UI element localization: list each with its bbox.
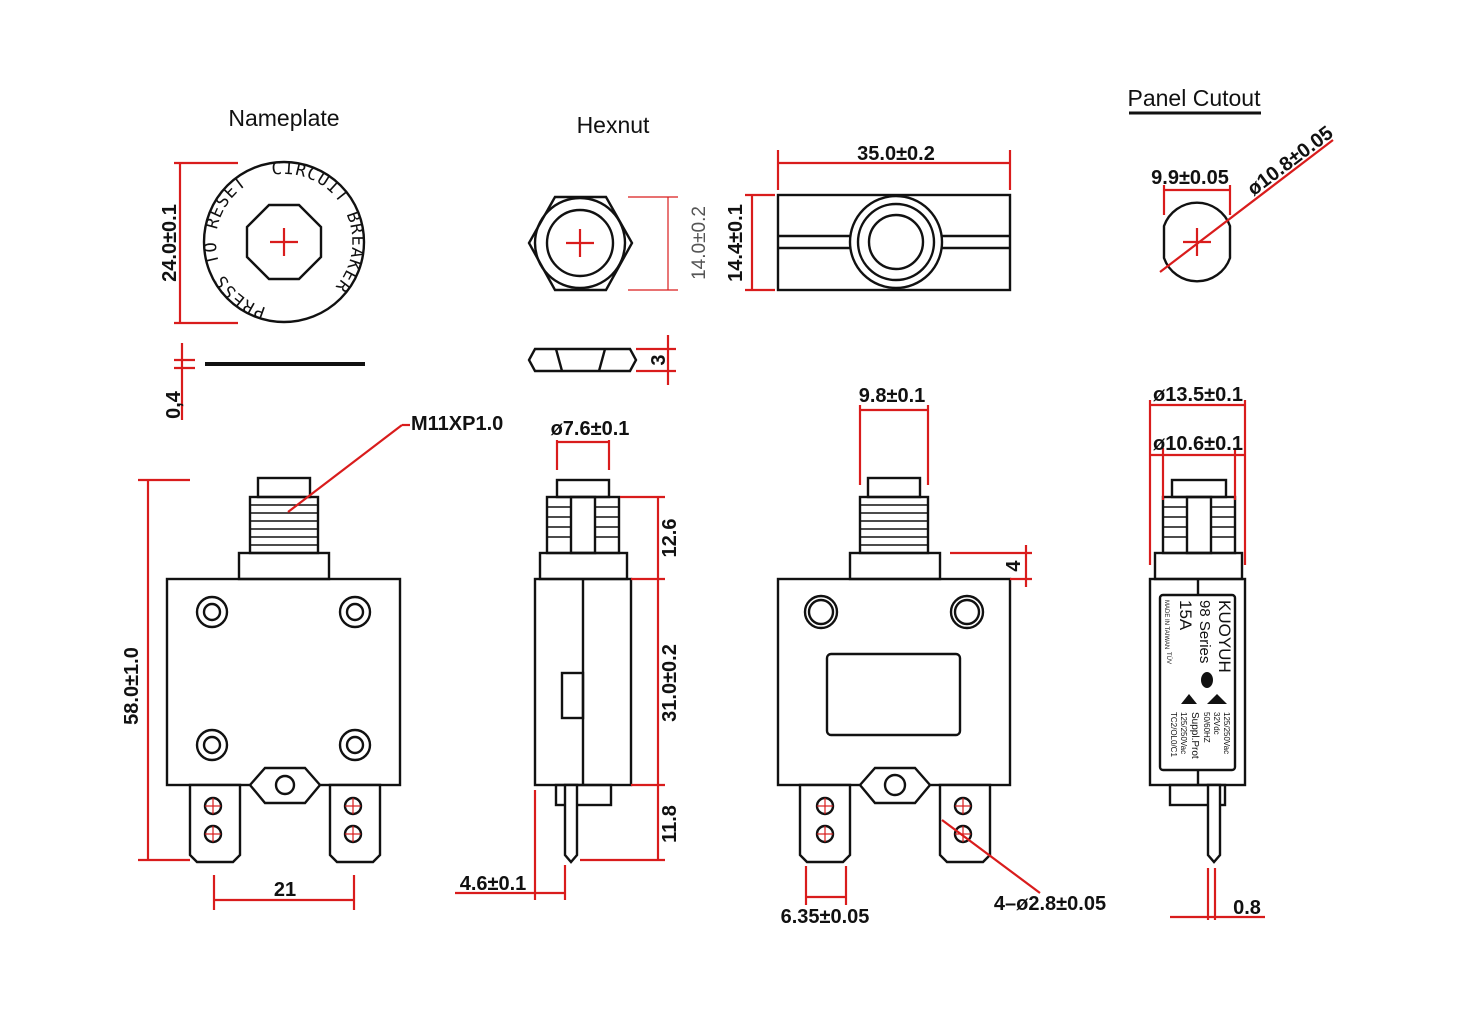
dim-rear-button: 9.8±0.1 (859, 385, 926, 407)
dim-body-height: 31.0±0.2 (659, 644, 681, 722)
dim-terminal-spacing: 21 (274, 879, 296, 901)
dim-cutout-diameter: ø10.8±0.05 (1243, 122, 1337, 200)
dim-pin-width: 0.8 (1233, 897, 1261, 919)
dim-hexnut-height: 14.0±0.2 (689, 206, 710, 280)
label-spec: 32Vdc (1212, 712, 1221, 735)
product-label: KUOYUH 98 Series 15A MADE IN TAIWAN 125/… (1163, 600, 1234, 759)
panel-cutout-view: 9.9±0.05 ø10.8±0.05 (1151, 122, 1337, 283)
top-view: 35.0±0.2 14.4±0.1 (725, 143, 1012, 292)
label-rating: 15A (1176, 600, 1195, 631)
dim-hole-spec: 4–ø2.8±0.05 (994, 893, 1106, 915)
label-spec: 125/250Vac (1179, 712, 1188, 754)
side-view: ø7.6±0.1 12.6 31.0±0.2 11.8 4.6±0.1 (455, 418, 681, 900)
dim-nameplate-diameter: 24.0±0.1 (159, 204, 181, 282)
dim-top-width: 14.4±0.1 (725, 204, 747, 282)
hexnut-view: 14.0±0.2 3 (527, 195, 710, 385)
label-brand: KUOYUH (1215, 600, 1234, 673)
title-hexnut: Hexnut (577, 112, 650, 138)
front-view: 58.0±1.0 21 M11XP1.0 (121, 413, 503, 910)
dim-front-height: 58.0±1.0 (121, 647, 143, 725)
rear-view: 9.8±0.1 4 6.35±0.05 4–ø2.8±0.05 (776, 385, 1106, 928)
dim-terminal-width: 6.35±0.05 (781, 906, 870, 928)
label-spec: 50/60HZ (1202, 712, 1211, 743)
dim-rear-neck: 4 (1003, 560, 1025, 572)
warning-triangle-icon (1181, 694, 1197, 704)
dim-hexnut-thickness: 3 (648, 354, 670, 365)
dim-outer-diameter: ø13.5±0.1 (1153, 384, 1243, 406)
dim-top-length: 35.0±0.2 (857, 143, 935, 165)
nameplate-view: CIRCUIT BREAKER PRESS TO RESET 24.0±0.1 … (159, 159, 368, 420)
label-spec: 125/250Vac (1222, 712, 1231, 754)
title-panel-cutout: Panel Cutout (1128, 85, 1262, 111)
warning-triangle-icon (1207, 694, 1227, 704)
dim-terminal-length: 11.8 (659, 805, 681, 843)
cert-mark-icon (1201, 672, 1213, 688)
dim-terminal-offset: 4.6±0.1 (460, 873, 527, 895)
dim-nameplate-thickness: 0,4 (163, 390, 185, 419)
dim-cutout-flat: 9.9±0.05 (1151, 167, 1229, 189)
label-view: KUOYUH 98 Series 15A MADE IN TAIWAN 125/… (1148, 384, 1265, 920)
label-origin: MADE IN TAIWAN (1163, 600, 1169, 649)
label-cert: TÜV (1165, 652, 1172, 664)
dim-side-button: ø7.6±0.1 (551, 418, 630, 440)
title-nameplate: Nameplate (228, 105, 339, 131)
dim-button-height: 12.6 (659, 519, 681, 558)
label-spec: Suppl.Prot (1189, 712, 1200, 759)
thread-spec: M11XP1.0 (411, 413, 503, 435)
nameplate-text-left: PRESS TO RESET (201, 172, 268, 322)
label-spec: TC2/OL0/C1 (1169, 712, 1178, 757)
dim-inner-diameter: ø10.6±0.1 (1153, 433, 1243, 455)
nameplate-text-top: CIRCUIT BREAKER (271, 159, 368, 297)
label-series: 98 Series (1196, 600, 1213, 663)
